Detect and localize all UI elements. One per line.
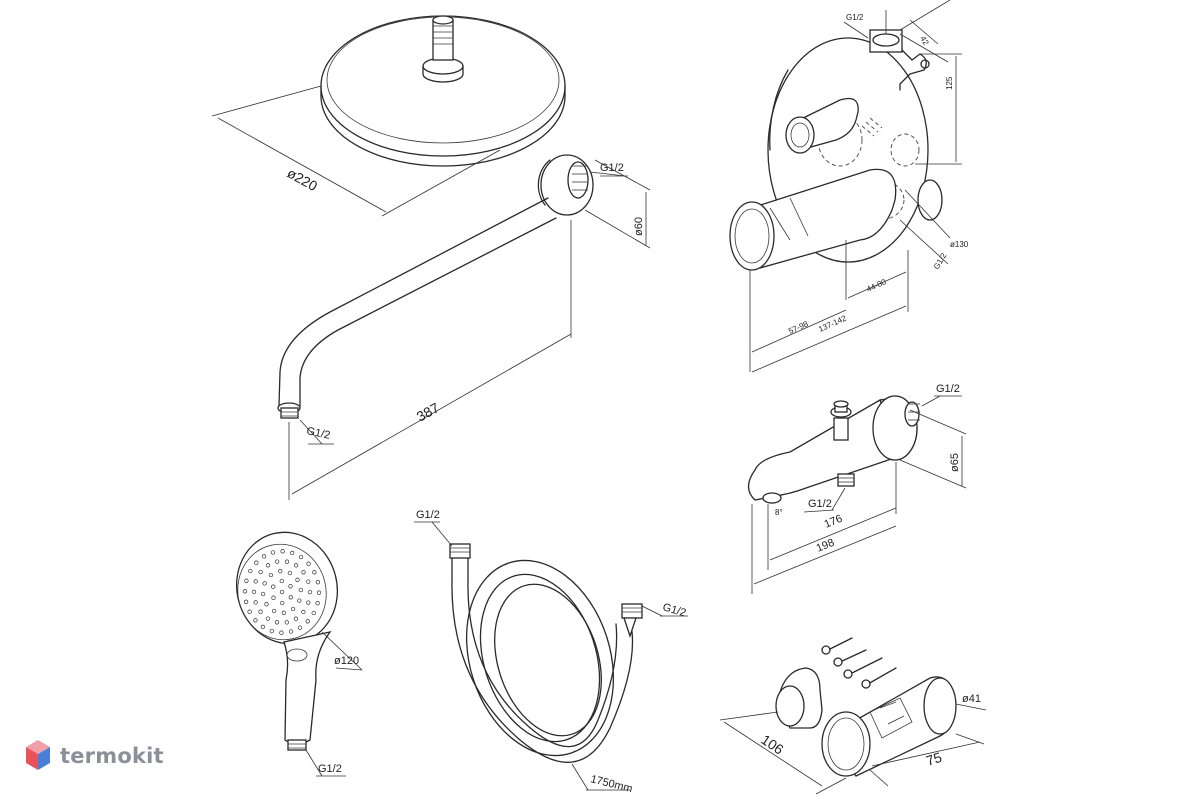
spout-angle-label: 8° [775, 508, 783, 517]
nozzle-dot [271, 595, 276, 600]
nozzle-dot [260, 591, 266, 597]
nozzle-dot [265, 563, 271, 568]
nozzle-dot [288, 629, 294, 634]
nozzle-dot [264, 602, 269, 607]
nozzle-dot [311, 610, 316, 616]
nozzle-dot [279, 630, 284, 635]
shower-hose: G1/2 G1/2 1750mm [414, 509, 688, 795]
shower-holder: ø41 106 75 [719, 637, 987, 795]
nozzle-dot [295, 577, 300, 582]
mixer-dim-height-label: 125 [945, 76, 954, 90]
arm-connection-bottom-label: G1/2 [305, 425, 331, 442]
nozzle-dot [306, 579, 311, 584]
nozzle-dot [288, 595, 293, 600]
hose-connection-a-label: G1/2 [416, 509, 440, 521]
nozzle-dot [293, 563, 299, 568]
hose-connection-b-label: G1/2 [661, 601, 687, 619]
hose-length-label: 1750mm [589, 773, 633, 795]
nozzle-dot [290, 550, 295, 556]
spout-connection-back-label: G1/2 [936, 383, 960, 395]
nozzle-dot [260, 624, 266, 630]
arm-flange-label: ø60 [633, 217, 645, 236]
nozzle-dot [244, 578, 249, 583]
nozzle-dot [248, 568, 253, 574]
nozzle-dot [254, 560, 259, 565]
nozzle-dot [243, 599, 249, 604]
nozzle-dot [242, 589, 248, 594]
nozzle-dot [253, 600, 258, 605]
hand-shower-diameter-label: ø120 [334, 655, 359, 667]
nozzle-dot [298, 587, 304, 593]
nozzle-dot [253, 618, 258, 623]
nozzle-dot [247, 609, 252, 614]
spout-dim-a-label: 176 [823, 513, 845, 531]
mixer-dim-c-label: 137-142 [817, 313, 848, 333]
nozzle-dot [306, 600, 311, 605]
nozzle-dot [307, 589, 313, 595]
cube-logo-icon [26, 740, 50, 770]
mixer-diameter-label: ø130 [950, 240, 969, 249]
nozzle-dot [315, 580, 321, 585]
mixer-connection-top-label: G1/2 [846, 13, 864, 22]
spout-height-label: ø65 [949, 453, 961, 472]
nozzle-dot [253, 579, 258, 584]
mounting-screws [821, 637, 897, 689]
nozzle-dot [251, 589, 257, 595]
nozzle-dot [271, 608, 277, 614]
nozzle-dot [268, 572, 274, 578]
nozzle-dot [270, 550, 276, 555]
shower-arm: G1/2 ø60 387 G1/2 [277, 154, 651, 500]
nozzle-dot [306, 561, 311, 566]
nozzle-dot [274, 620, 280, 625]
nozzle-dot [265, 616, 271, 621]
nozzle-dot [288, 584, 293, 589]
nozzle-dot [262, 581, 267, 586]
holder-dim-a-label: 106 [758, 731, 786, 757]
mixer-dim-a-label: 44-80 [865, 277, 888, 294]
brand-logo: termokit [24, 736, 164, 776]
nozzle-dot [287, 570, 293, 576]
thermostatic-mixer: G1/2 42 125 ø130 G1/2 44-80 57-98 137-14… [729, 0, 969, 373]
nozzle-dot [301, 609, 306, 615]
hand-shower-connection-label: G1/2 [318, 763, 342, 775]
nozzle-dot [284, 620, 289, 625]
nozzle-dot [279, 578, 284, 584]
nozzle-dot [312, 570, 317, 575]
nozzle-dot [301, 570, 306, 575]
mixer-dim-b-label: 57-98 [787, 319, 810, 336]
nozzle-dot [279, 589, 285, 595]
nozzle-dot [275, 559, 280, 564]
nozzle-dot [281, 610, 286, 615]
nozzle-dot [284, 559, 290, 564]
nozzle-dot [261, 554, 267, 559]
nozzle-dot [293, 616, 299, 621]
nozzle-dot [278, 569, 283, 574]
arm-length-label: 387 [414, 399, 442, 424]
holder-diameter-label: ø41 [962, 693, 981, 705]
nozzle-pattern [242, 549, 322, 635]
nozzle-dot [258, 609, 263, 614]
nozzle-dot [271, 584, 276, 589]
overhead-shower: ø220 [211, 15, 566, 217]
nozzle-dot [290, 606, 296, 612]
overhead-diameter-label: ø220 [285, 165, 321, 195]
mixer-connection-right-label: G1/2 [932, 251, 949, 271]
hand-shower: ø120 G1/2 [235, 531, 363, 777]
bath-spout: G1/2 ø65 8° G1/2 176 198 [747, 383, 967, 594]
nozzle-dot [258, 569, 263, 575]
nozzle-dot [280, 549, 285, 554]
nozzle-dot [297, 598, 302, 603]
nozzle-dot [269, 628, 274, 634]
nozzle-dot [280, 600, 285, 606]
nozzle-dot [297, 625, 303, 630]
nozzle-dot [315, 601, 320, 606]
spout-connection-bottom-label: G1/2 [808, 498, 832, 510]
nozzle-dot [316, 590, 322, 595]
arm-connection-top-label: G1/2 [600, 162, 624, 174]
nozzle-dot [305, 619, 310, 624]
holder-dim-b-label: 75 [924, 749, 944, 769]
nozzle-dot [298, 554, 304, 560]
brand-name: termokit [60, 744, 164, 768]
